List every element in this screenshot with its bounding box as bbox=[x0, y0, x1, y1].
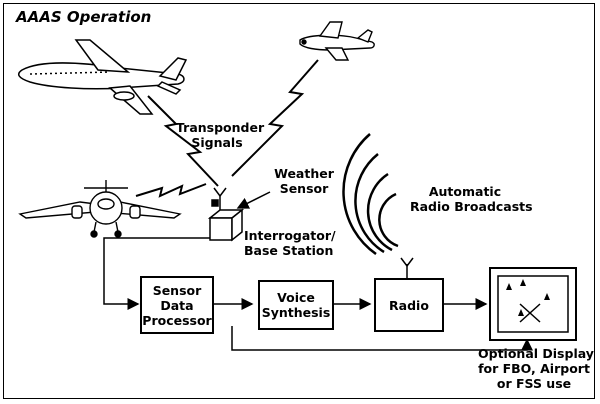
display-monitor-icon bbox=[489, 267, 577, 341]
weather-label-line1: Weather bbox=[274, 166, 334, 181]
diagram-title: AAAS Operation bbox=[16, 8, 152, 26]
broadcast-label-line1: Automatic bbox=[428, 184, 502, 199]
transponder-label: Transponder Signals bbox=[176, 120, 265, 150]
broadcast-waves-icon bbox=[342, 133, 399, 256]
radio-box-label: Radio bbox=[389, 297, 429, 313]
radio-antenna-icon bbox=[400, 257, 414, 278]
voice-box-line1: Voice bbox=[277, 290, 315, 305]
broadcast-label: Automatic Radio Broadcasts bbox=[410, 184, 533, 214]
front-airliner-icon bbox=[18, 180, 182, 238]
display-label-line2: for FBO, Airport bbox=[478, 361, 590, 376]
voice-synthesis-box: Voice Synthesis bbox=[258, 280, 334, 330]
display-label: Optional Display for FBO, Airport or FSS… bbox=[478, 346, 594, 391]
base-station-icon bbox=[207, 187, 245, 242]
voice-box-line2: Synthesis bbox=[261, 305, 331, 320]
weather-pointer bbox=[236, 191, 271, 209]
small-plane-icon bbox=[299, 21, 375, 61]
radio-box: Radio bbox=[374, 278, 444, 332]
sensor-box-line1: Sensor bbox=[152, 282, 202, 298]
sensor-data-processor-box: Sensor Data Processor bbox=[140, 276, 214, 334]
sensor-box-line2: Data bbox=[160, 297, 194, 313]
weather-label-line2: Sensor bbox=[279, 181, 329, 196]
transponder-label-line1: Transponder bbox=[176, 120, 265, 135]
connectors bbox=[103, 237, 533, 351]
interrogator-label-line1: Interrogator/ bbox=[244, 228, 336, 243]
signal-bolt-right bbox=[231, 59, 319, 177]
weather-sensor-label: Weather Sensor bbox=[268, 166, 340, 196]
signal-bolt-left bbox=[147, 95, 219, 187]
interrogator-label: Interrogator/ Base Station bbox=[244, 228, 340, 258]
broadcast-label-line2: Radio Broadcasts bbox=[410, 199, 533, 214]
signal-bolt-low bbox=[135, 183, 207, 198]
transponder-label-line2: Signals bbox=[191, 135, 243, 150]
diagram-frame bbox=[3, 3, 595, 399]
sensor-box-line3: Processor bbox=[142, 312, 212, 328]
display-label-line3: or FSS use bbox=[496, 376, 572, 391]
airliner-icon bbox=[17, 39, 188, 115]
interrogator-label-line2: Base Station bbox=[244, 243, 334, 258]
display-label-line1: Optional Display bbox=[478, 346, 594, 361]
